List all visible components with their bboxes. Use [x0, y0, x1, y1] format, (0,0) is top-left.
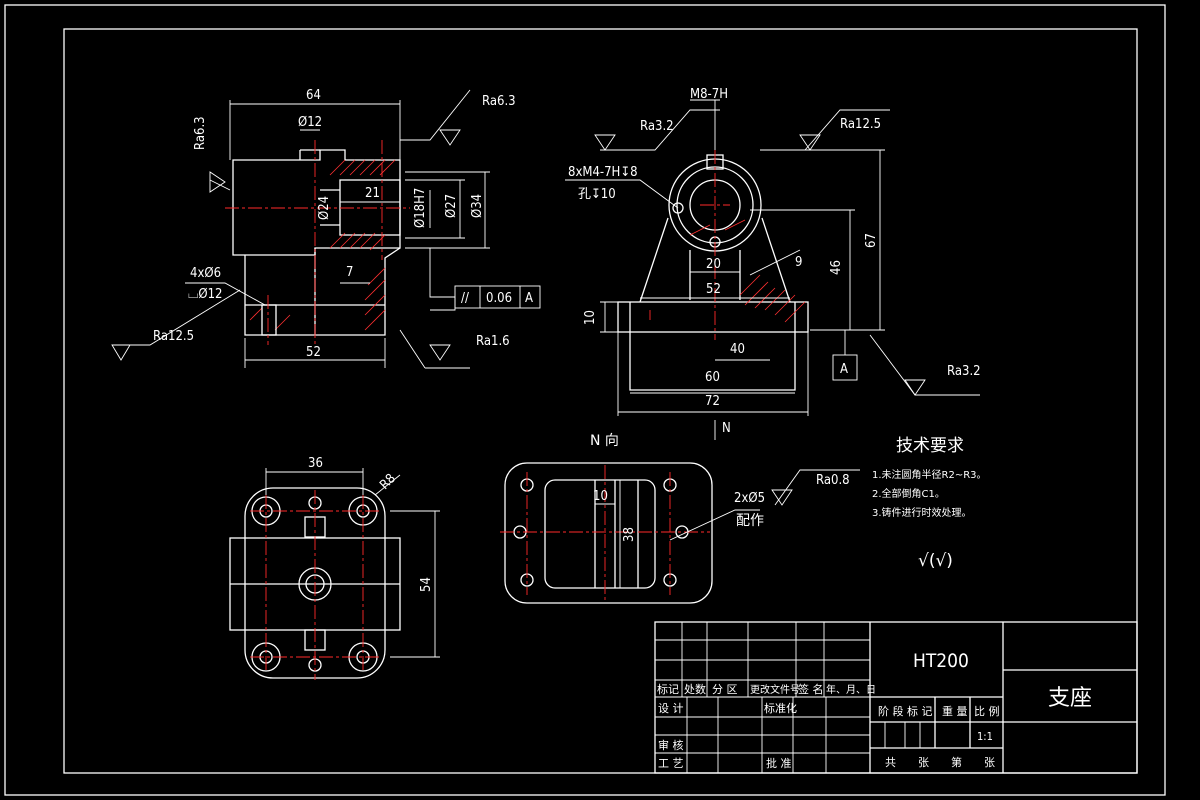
dim-52: 52 [306, 345, 321, 360]
dim-46: 46 [829, 260, 844, 275]
technical-requirements: 技术要求 1.未注圆角半径R2~R3。 2.全部倒角C1。 3.铸件进行时效处理… [872, 436, 987, 571]
ra125-left: Ra12.5 [153, 329, 194, 344]
dim-21: 21 [365, 186, 380, 201]
tb-weight: 重 量 [942, 704, 968, 718]
pin-label: 2xØ5 [734, 491, 765, 506]
inner-frame [63, 28, 1138, 774]
dim-d18h7: Ø18H7 [413, 188, 428, 228]
view-n-arrow: N [722, 421, 731, 436]
tb-design: 设 计 [658, 702, 684, 715]
outer-border [4, 4, 1166, 796]
tech-item-2: 2.全部倒角C1。 [872, 487, 945, 500]
ra125-right: Ra12.5 [840, 117, 881, 132]
tech-title: 技术要求 [896, 436, 964, 456]
tb-material: HT200 [913, 650, 969, 672]
ra32-bottom: Ra3.2 [947, 364, 981, 379]
tb-scale-value: 1:1 [977, 730, 993, 743]
ra63-vertical: Ra6.3 [193, 116, 208, 150]
dim-d24: Ø24 [317, 196, 332, 220]
side-view: M8-7H Ra3.2 Ra12.5 8xM4-7H↧8 孔↧10 20 52 … [565, 87, 981, 440]
ra08-label: Ra0.8 [816, 473, 850, 488]
tb-sheets: 共 张 第 张 [885, 755, 995, 769]
title-block: 标记 处数 分 区 更改文件号 签 名 年、月、日 设 计 标准化 审 核 工 … [654, 621, 1138, 774]
dim-20: 20 [706, 257, 721, 272]
tb-approve: 批 准 [766, 756, 792, 770]
top-view: 36 R8 54 [229, 456, 440, 680]
tb-h-sign: 签 名 [798, 682, 824, 696]
dim-counterbore: ⌴Ø12 [188, 287, 222, 302]
n-direction-view: N 向 10 38 2xØ5 配作 Ra0.8 [500, 433, 860, 604]
tb-part-name: 支座 [1048, 686, 1092, 711]
tb-h-mark: 标记 [657, 682, 679, 696]
tb-h-date: 年、月、日 [826, 683, 876, 696]
dim-4xd6: 4xØ6 [190, 266, 221, 281]
datum-a: A [840, 362, 848, 377]
tol-value: 0.06 [486, 291, 512, 306]
dim-10-n: 10 [593, 489, 608, 504]
dim-52-side: 52 [706, 282, 721, 297]
dim-72: 72 [705, 394, 720, 409]
tol-datum: A [525, 291, 533, 306]
dim-m8: M8-7H [690, 87, 728, 102]
tb-scale: 比 例 [974, 704, 1000, 718]
tb-standard: 标准化 [764, 701, 797, 715]
dim-7: 7 [346, 265, 353, 280]
tech-item-1: 1.未注圆角半径R2~R3。 [872, 468, 987, 481]
tol-symbol: // [461, 291, 469, 306]
front-section-view: 64 Ø12 21 Ø24 Ø18H7 Ø27 Ø34 7 4xØ6 ⌴Ø12 … [111, 88, 541, 369]
dim-r8: R8 [377, 471, 399, 493]
dim-64: 64 [306, 88, 321, 103]
ra32-top: Ra3.2 [640, 119, 674, 134]
dim-d12: Ø12 [298, 115, 322, 130]
tb-review: 审 核 [658, 738, 684, 752]
dim-9: 9 [795, 255, 802, 270]
dim-40: 40 [730, 342, 745, 357]
pin-note: 配作 [736, 513, 764, 529]
ra63-label: Ra6.3 [482, 94, 516, 109]
tb-process: 工 艺 [658, 757, 684, 770]
dim-38: 38 [622, 527, 637, 542]
dim-36: 36 [308, 456, 323, 471]
dim-10-side: 10 [583, 310, 598, 325]
tb-h-count: 处数 [684, 683, 706, 696]
ra16-label: Ra1.6 [476, 334, 510, 349]
tb-h-zone: 分 区 [712, 683, 738, 696]
dim-d27: Ø27 [444, 194, 459, 218]
dim-54: 54 [419, 577, 434, 592]
n-view-label: N 向 [590, 433, 619, 449]
tb-stage: 阶 段 标 记 [878, 704, 933, 718]
roughness-general-mark: √(√) [918, 551, 953, 571]
dim-60: 60 [705, 370, 720, 385]
tech-item-3: 3.铸件进行时效处理。 [872, 506, 972, 519]
tb-h-doc: 更改文件号 [750, 683, 800, 696]
dim-8xm4: 8xM4-7H↧8 [568, 165, 638, 180]
dim-hole-depth: 孔↧10 [578, 187, 616, 202]
dim-67: 67 [864, 233, 879, 248]
dim-d34: Ø34 [470, 194, 485, 218]
